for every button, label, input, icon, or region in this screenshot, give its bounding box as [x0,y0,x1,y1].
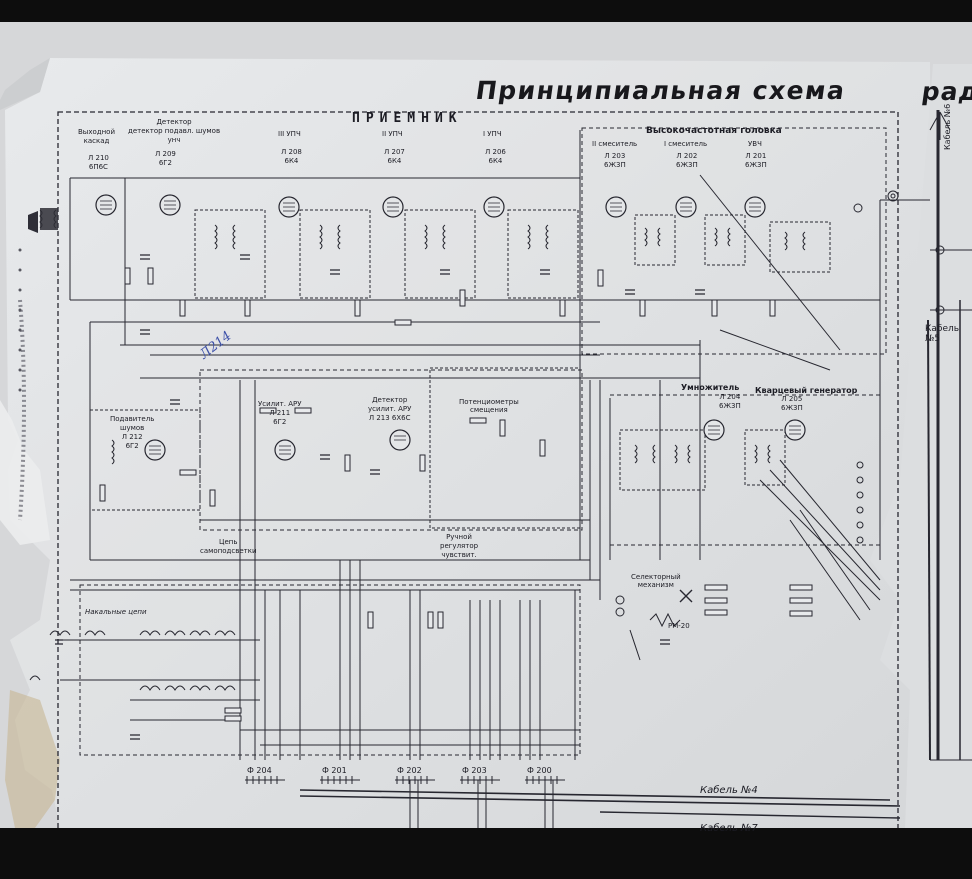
stage-if2-tube: Л 207 6К4 [384,148,405,165]
stage-mixer1-label: I смеситель [664,140,708,148]
binding-holes [18,248,22,392]
stage-output-label: Выходной каскад [78,128,116,145]
manual-gain-label: Ручной регулятор чувствит. [440,533,479,559]
stage-rf-tube: Л 201 6Ж3П [745,152,767,169]
relay-label: РМ-20 [668,622,690,630]
capacitor-symbols [55,254,705,740]
tube-electrodes [100,200,801,455]
stage-mixer2-tube: Л 203 6Ж3П [604,152,626,169]
paper-sheet-right [870,64,972,828]
stage-output-tube: Л 210 6П6С [88,154,109,171]
stage-if1-label: I УПЧ [483,130,502,138]
connector-blocks [245,776,565,784]
filament-circuits [29,630,236,691]
stage-mixer1-tube: Л 202 6Ж3П [676,152,698,169]
stage-rf-label: УВЧ [748,140,762,148]
stage-if3-tube: Л 208 6К4 [281,148,302,165]
noise-suppressor-label: Подавитель шумов Л 212 6Г2 [110,415,155,450]
stage-if3-label: III УПЧ [278,130,301,138]
stage-detector-label: Детектор детектор подавл. шумов унч [128,118,221,144]
detector-agc-label: Детектор усилит. АРУ Л 213 6Х6С [368,396,412,422]
stage-mixer2-label: II смеситель [592,140,638,148]
filament-label: Накальные цепи [85,608,147,616]
if-transformer-cans [194,209,831,491]
output-transformer [28,208,58,233]
water-stain [5,690,60,828]
resistor-symbols [99,267,813,722]
stage-if2-label: II УПЧ [382,130,403,138]
stage-if1-tube: Л 206 6К4 [485,148,506,165]
stage-detector-tube: Л 209 6Г2 [155,150,176,167]
oscillator-tube: Л 205 6Ж3П [781,395,803,412]
multiplier-tube: Л 204 6Ж3П [719,393,741,410]
paper-sheet [5,58,933,828]
agc-amp-label: Усилит. АРУ Л 211 6Г2 [258,400,302,426]
selector-mechanism [615,190,945,661]
sensor-circuit-label: Цепь самоподсветки [200,538,257,555]
